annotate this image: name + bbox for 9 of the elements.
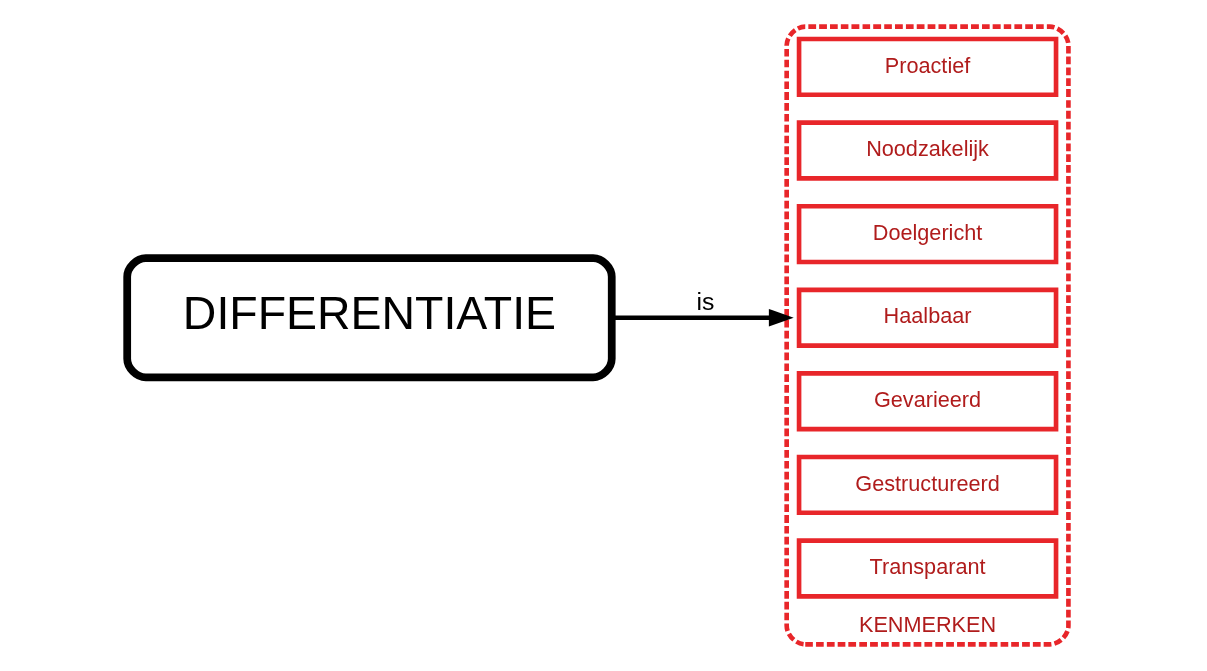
node-box: Transparant — [796, 538, 1058, 599]
node-box: Noodzakelijk — [796, 120, 1058, 181]
node-box: Gestructureerd — [796, 454, 1058, 516]
node-box: Proactief — [796, 36, 1058, 98]
node-box: DIFFERENTIATIE — [122, 254, 616, 382]
node-box: Doelgericht — [796, 203, 1058, 265]
edge-label: is — [695, 287, 714, 315]
node-box: Haalbaar — [796, 287, 1058, 348]
node-box: Gevarieerd — [796, 371, 1058, 432]
